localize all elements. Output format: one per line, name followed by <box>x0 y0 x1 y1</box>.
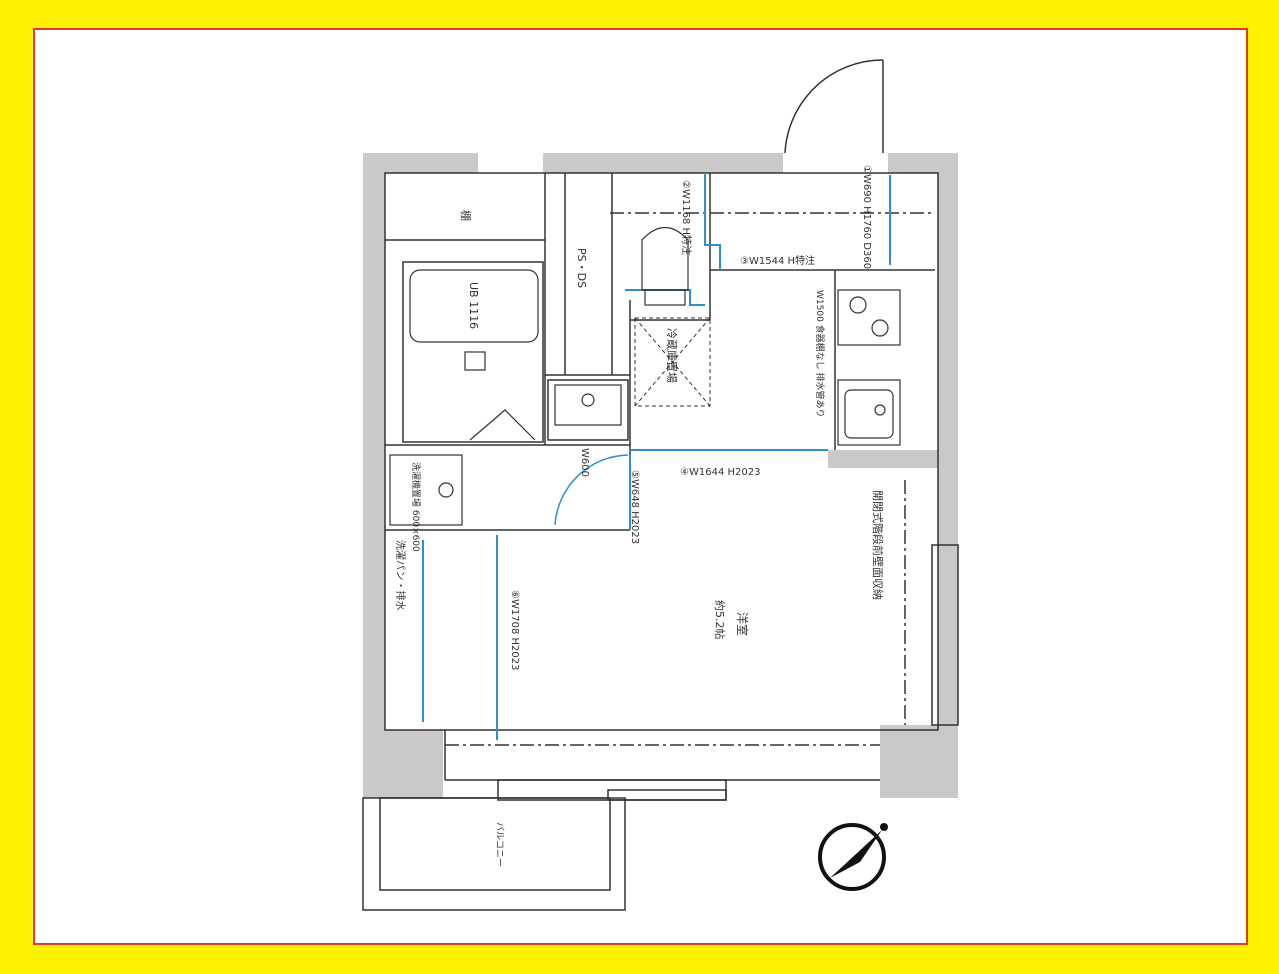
label-door-5: ⑥W1708 H2023 <box>509 590 520 670</box>
label-room-size: 約5.2帖 <box>713 600 727 640</box>
fridge-space <box>634 317 711 407</box>
north-arrow-icon <box>818 823 888 891</box>
toilet-icon <box>641 226 689 306</box>
laundry-pan-icon <box>389 454 463 526</box>
label-closet-note: 開閉式階段前壁面収納 <box>871 490 885 600</box>
label-door-600: W600 <box>579 448 590 477</box>
room-labels: 棚 UB 1116 PS・DS 冷蔵庫置場 洗濯機置場 600×600 洗濯パン… <box>394 165 885 867</box>
label-door-3: ④W1644 H2023 <box>680 467 760 478</box>
label-laundry-pipe: 洗濯パン・排水 <box>394 540 407 611</box>
interior-lines <box>362 172 959 911</box>
entry-door <box>554 59 884 526</box>
label-door-2: ③W1544 H特注 <box>740 254 815 267</box>
door-lines <box>422 173 891 740</box>
dashed-lines <box>445 212 935 746</box>
label-door-4: ⑤W648 H2023 <box>629 470 640 544</box>
label-balcony: バルコニー <box>494 822 505 867</box>
walls <box>363 153 958 798</box>
washbasin-icon <box>554 384 622 426</box>
bathtub <box>409 269 539 441</box>
label-bathroom: UB 1116 <box>467 282 480 329</box>
label-kitchen-note: W1500 食器棚なし 排水管あり <box>814 290 826 418</box>
label-fridge: 冷蔵庫置場 <box>665 328 679 383</box>
sink-icon <box>837 379 901 446</box>
stove-icon <box>837 289 901 346</box>
label-room-name: 洋室 <box>735 612 750 636</box>
label-window-top: ①W690 H1760 D360 <box>861 165 872 269</box>
plan-frame <box>33 28 1248 945</box>
label-shelf: 棚 <box>459 210 473 221</box>
label-door-1: ②W1168 H特注 <box>680 180 693 255</box>
label-laundry: 洗濯機置場 600×600 <box>410 462 422 552</box>
label-ps-ds: PS・DS <box>575 248 588 288</box>
